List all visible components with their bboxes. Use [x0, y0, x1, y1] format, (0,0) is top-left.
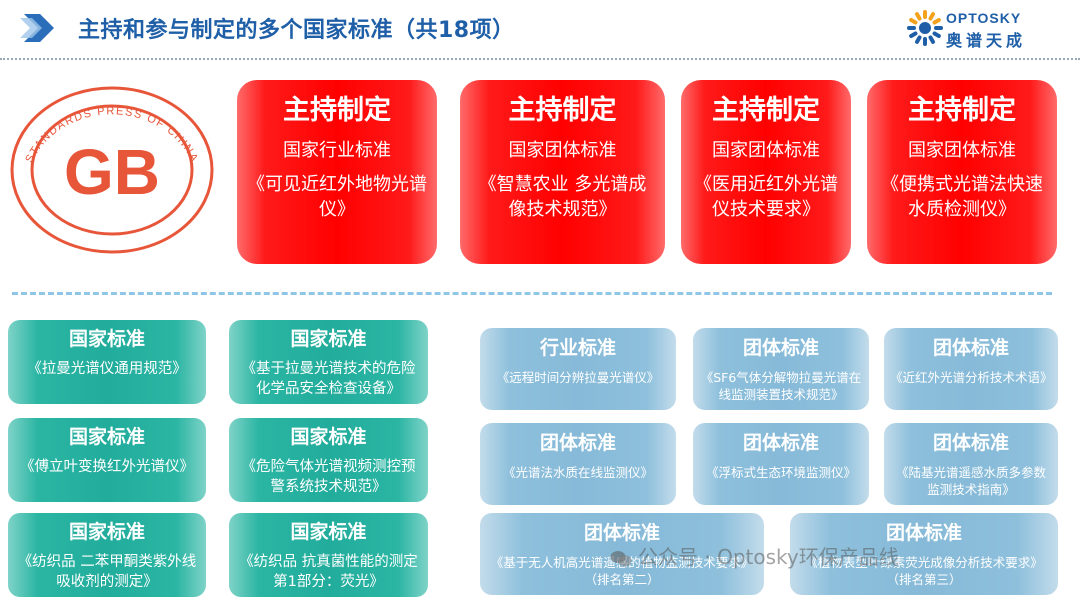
- national-standard-card: 国家标准 《纺织品 二苯甲酮类紫外线吸收剂的测定》: [8, 513, 206, 597]
- group-standard-card: 团体标准 《植物表型叶绿素荧光成像分析技术要求》（排名第三）: [790, 513, 1058, 595]
- card-heading: 国家标准: [290, 328, 367, 350]
- card-heading: 国家标准: [68, 328, 145, 350]
- card-standard-name: 《可见近红外地物光谱仪》: [247, 174, 427, 220]
- national-standard-card: 国家标准 《基于拉曼光谱技术的危险化学品安全检查设备》: [229, 320, 428, 404]
- card-type: 国家行业标准: [283, 140, 391, 161]
- wechat-icon: [610, 550, 632, 566]
- card-standard-name: 《远程时间分辨拉曼光谱仪》: [496, 370, 660, 385]
- card-type: 国家团体标准: [508, 140, 617, 161]
- card-heading: 团体标准: [742, 432, 819, 454]
- card-heading: 团体标准: [539, 432, 616, 454]
- header-divider: [0, 58, 1080, 60]
- group-standard-card: 团体标准 《SF6气体分解物拉曼光谱在线监测装置技术规范》: [693, 328, 869, 410]
- card-heading: 国家标准: [290, 521, 367, 543]
- watermark-text: 公众号 · Optosky环保产品线: [638, 545, 899, 569]
- card-standard-name: 《基于拉曼光谱技术的危险化学品安全检查设备》: [241, 361, 416, 397]
- card-heading: 国家标准: [68, 521, 145, 543]
- card-heading: 主持制定: [283, 95, 391, 126]
- card-standard-name: 《医用近红外光谱仪技术要求》: [694, 174, 838, 220]
- page-title: 主持和参与制定的多个国家标准（共18项）: [78, 18, 515, 43]
- card-standard-name: 《SF6气体分解物拉曼光谱在线监测装置技术规范》: [700, 370, 862, 402]
- card-type: 国家团体标准: [908, 140, 1016, 161]
- card-heading: 主持制定: [712, 95, 820, 126]
- card-standard-name: 《植物表型叶绿素荧光成像分析技术要求》（排名第三）: [805, 555, 1043, 587]
- chevron-right-icon: [20, 14, 54, 42]
- card-standard-name: 《拉曼光谱仪通用规范》: [27, 361, 187, 377]
- group-standard-card: 团体标准 《浮标式生态环境监测仪》: [693, 423, 869, 505]
- card-standard-name: 《近红外光谱分析技术术语》: [890, 370, 1053, 385]
- gb-big-text: GB: [64, 136, 160, 208]
- card-heading: 团体标准: [742, 337, 819, 359]
- card-heading: 主持制定: [508, 95, 617, 126]
- group-standard-card: 团体标准 《近红外光谱分析技术术语》: [884, 328, 1058, 410]
- sunburst-icon: [907, 10, 943, 46]
- group-standard-card: 团体标准 《光谱法水质在线监测仪》: [480, 423, 676, 505]
- card-standard-name: 《陆基光谱遥感水质多参数监测技术指南》: [895, 465, 1046, 497]
- hosted-standard-card: 主持制定 国家团体标准 《智慧农业 多光谱成像技术规范》: [460, 80, 665, 264]
- gb-standards-logo: STANDARDS PRESS OF CHINA GB: [10, 86, 214, 254]
- card-heading: 国家标准: [68, 426, 145, 448]
- card-standard-name: 《浮标式生态环境监测仪》: [705, 465, 856, 480]
- card-heading: 团体标准: [932, 432, 1009, 454]
- slide-header: 主持和参与制定的多个国家标准（共18项）: [0, 0, 1080, 58]
- card-standard-name: 《纺织品 二苯甲酮类紫外线吸收剂的测定》: [17, 554, 197, 590]
- card-heading: 团体标准: [932, 337, 1009, 359]
- national-standard-card: 国家标准 《傅立叶变换红外光谱仪》: [8, 418, 206, 502]
- card-heading: 国家标准: [290, 426, 367, 448]
- hosted-standard-card: 主持制定 国家团体标准 《医用近红外光谱仪技术要求》: [681, 80, 851, 264]
- card-standard-name: 《光谱法水质在线监测仪》: [502, 465, 653, 480]
- national-standard-card: 国家标准 《危险气体光谱视频测控预警系统技术规范》: [229, 418, 428, 502]
- hosted-standard-card: 主持制定 国家团体标准 《便携式光谱法快速水质检测仪》: [867, 80, 1057, 264]
- hosted-standard-card: 主持制定 国家行业标准 《可见近红外地物光谱仪》: [237, 80, 437, 264]
- card-heading: 主持制定: [908, 95, 1016, 126]
- card-heading: 团体标准: [885, 522, 962, 544]
- logo-text-en: OPTOSKY: [946, 10, 1022, 26]
- card-standard-name: 《纺织品 抗真菌性能的测定 第1部分：荧光》: [239, 554, 418, 590]
- card-standard-name: 《便携式光谱法快速水质检测仪》: [881, 174, 1043, 220]
- card-heading: 行业标准: [539, 337, 616, 359]
- section-divider: [12, 292, 1052, 295]
- card-standard-name: 《傅立叶变换红外光谱仪》: [20, 459, 194, 475]
- group-standard-card: 行业标准 《远程时间分辨拉曼光谱仪》: [480, 328, 676, 410]
- card-standard-name: 《智慧农业 多光谱成像技术规范》: [478, 174, 647, 220]
- card-type: 国家团体标准: [712, 140, 820, 161]
- company-logo: OPTOSKY 奥谱天成: [906, 6, 1066, 50]
- watermark: 公众号 · Optosky环保产品线: [610, 541, 899, 570]
- card-heading: 团体标准: [583, 522, 660, 544]
- card-standard-name: 《危险气体光谱视频测控预警系统技术规范》: [241, 459, 416, 495]
- group-standard-card: 团体标准 《陆基光谱遥感水质多参数监测技术指南》: [884, 423, 1058, 505]
- national-standard-card: 国家标准 《纺织品 抗真菌性能的测定 第1部分：荧光》: [229, 513, 428, 597]
- national-standard-card: 国家标准 《拉曼光谱仪通用规范》: [8, 320, 206, 404]
- logo-text-cn: 奥谱天成: [946, 31, 1027, 50]
